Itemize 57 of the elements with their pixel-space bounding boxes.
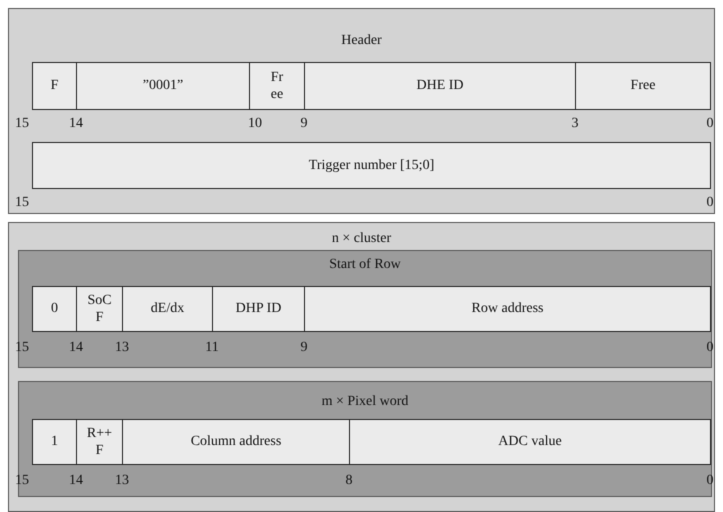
field-label: DHP ID [236,300,282,318]
bit-field [76,419,123,465]
bit-field [122,286,213,332]
field-label: Row address [472,300,544,318]
bit-field [76,286,123,332]
bit-number: 0 [706,474,714,488]
field-label: Column address [190,433,282,451]
bit-field [32,62,77,110]
bit-number: 8 [346,474,352,488]
bit-field [304,286,711,332]
panel-title: m × Pixel word [320,394,410,410]
field-label: 1 [51,433,58,451]
field-label: dE/dx [150,300,184,318]
bit-number: 14 [69,474,83,488]
bit-number: 0 [706,341,714,355]
panel-title: n × cluster [330,231,392,247]
word-panel [18,381,712,497]
bit-number: 9 [300,117,308,131]
field-label: DHE ID [416,77,464,95]
field-label: 0 [51,300,58,318]
bit-field [76,62,250,110]
bit-number: 9 [300,341,308,355]
field-label: R++ F [86,424,114,460]
bit-field [304,62,576,110]
bit-number: 14 [69,117,83,131]
bit-number: 10 [248,117,262,131]
panel-title: Start of Row [328,257,402,273]
bit-number: 13 [115,474,129,488]
field-label: Free [630,77,656,95]
bit-field [122,419,350,465]
bit-field [32,142,711,189]
bit-field [349,419,711,465]
panel-title: Header [340,33,383,49]
bit-number: 13 [115,341,129,355]
bit-number: 0 [706,196,714,210]
field-label: ”0001” [142,77,184,95]
frame-panel [8,8,715,214]
field-label: Fr ee [270,68,284,104]
bit-number: 15 [15,474,29,488]
bit-number: 11 [205,341,219,355]
bit-field [32,286,77,332]
word-panel [18,250,712,368]
field-label: ADC value [498,433,562,451]
field-label: F [50,77,58,95]
bit-number: 3 [572,117,578,131]
bit-number: 0 [706,117,714,131]
bit-field [575,62,711,110]
bit-field [32,419,77,465]
bit-number: 15 [15,117,29,131]
field-label: Trigger number [15;0] [308,156,434,174]
bit-number: 14 [69,341,83,355]
field-label: SoC F [86,292,113,326]
bit-field [212,286,305,332]
frame-panel [8,222,715,512]
bit-number: 15 [15,341,29,355]
bit-number: 15 [15,196,29,210]
bit-field [249,62,305,110]
